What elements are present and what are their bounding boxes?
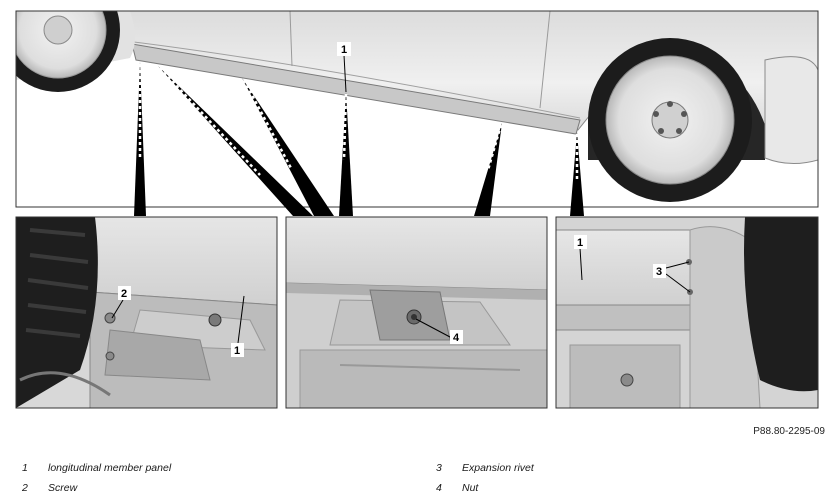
figure-svg: 1 2 1 4 1 3 [15,10,819,409]
legend-number: 3 [436,462,442,474]
detail-frame-left [15,216,278,409]
legend: 1 longitudinal member panel 2 Screw 3 Expan… [0,456,833,500]
legend-text: Expansion rivet [462,462,534,474]
legend-item: 3 Expansion rivet [414,462,534,474]
leader-wedge-4 [339,92,353,216]
technical-figure: 1 2 1 4 1 3 [15,10,819,409]
leader-wedge-5 [474,123,502,216]
callout-right-1: 1 [577,237,583,249]
callout-middle-4: 4 [453,332,460,344]
callout-left-2: 2 [121,288,127,300]
legend-text: longitudinal member panel [48,462,172,474]
leader-wedges [134,62,584,216]
detail-panel-right [556,217,818,408]
legend-number: 1 [22,462,28,474]
callout-overview-1: 1 [341,44,347,56]
callout-left-1: 1 [234,345,240,357]
detail-frame-right [555,216,819,409]
overview-frame [15,10,819,208]
legend-number: 2 [22,482,28,494]
callout-right-3: 3 [656,266,662,278]
legend-number: 4 [436,482,442,494]
leader-wedge-6 [570,132,584,216]
detail-frame-middle [285,216,548,409]
leader-dashes [138,64,579,180]
overview-panel [16,11,818,207]
legend-item: 1 longitudinal member panel [0,462,171,474]
legend-item: 2 Screw [0,482,77,494]
legend-text: Screw [48,482,78,494]
detail-panel-middle [286,217,547,408]
leader-wedge-3 [242,78,334,216]
figure-code: P88.80-2295-09 [753,426,825,437]
legend-text: Nut [462,482,479,494]
detail-panel-left [16,217,277,408]
legend-item: 4 Nut [414,482,478,494]
leader-wedge-2 [158,66,313,216]
